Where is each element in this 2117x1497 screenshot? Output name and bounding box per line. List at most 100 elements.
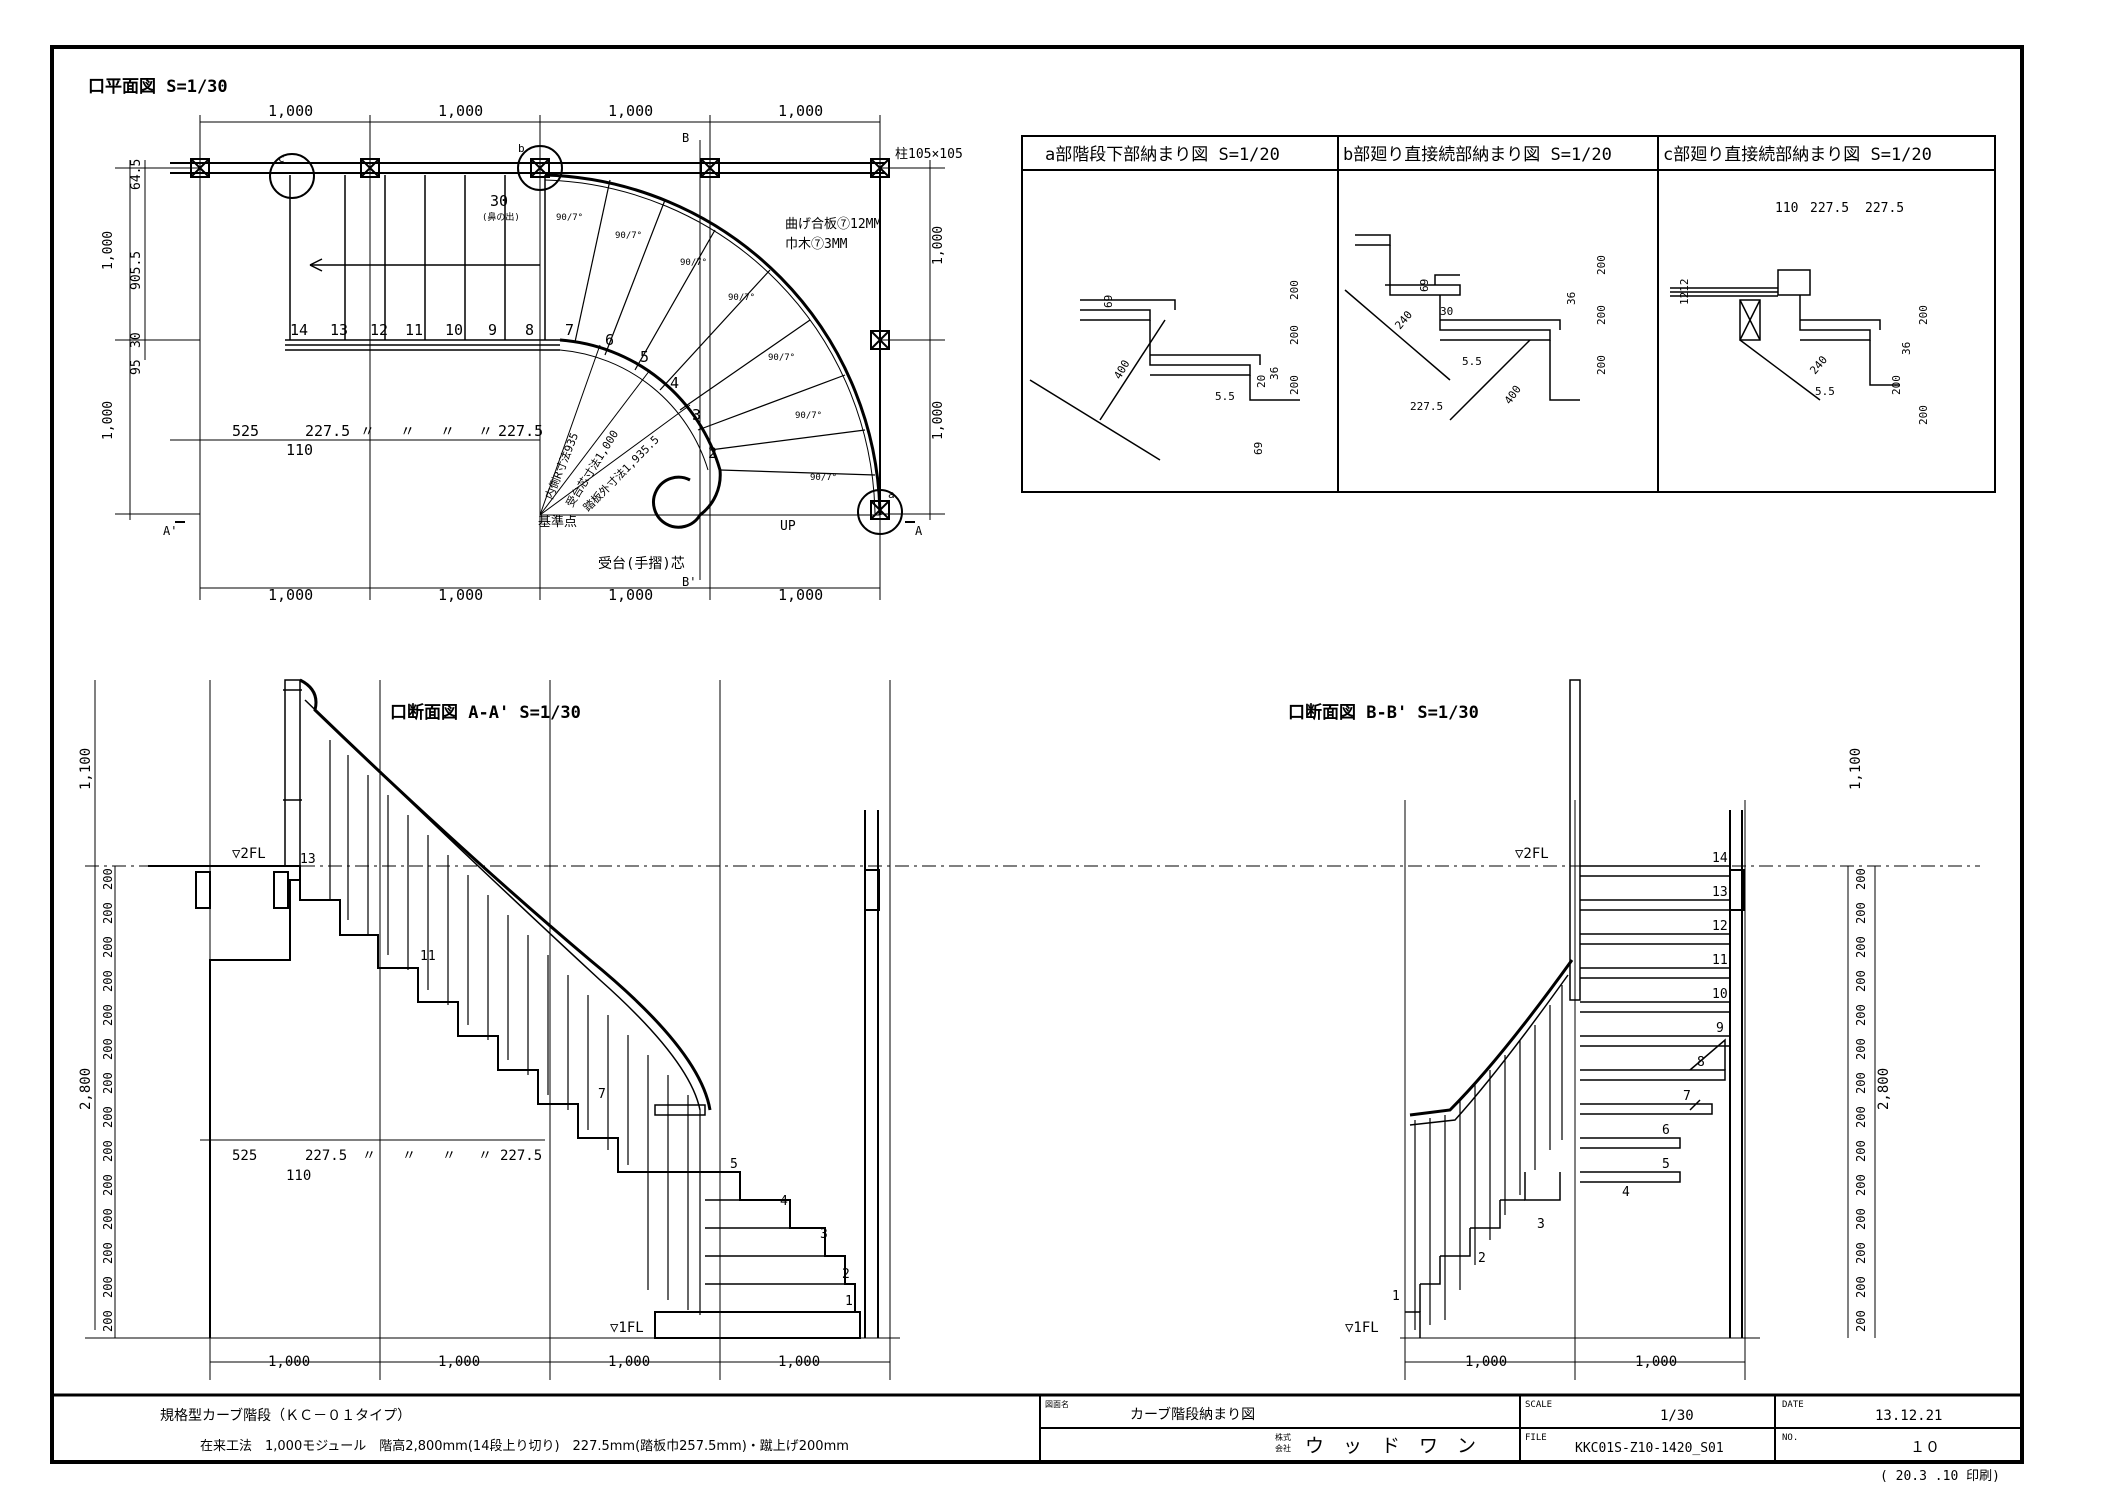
detail-b-36: 36 [1565,292,1578,305]
detail-a-200-2: 200 [1288,325,1301,345]
plan-left-dim-5: 95 [129,359,144,375]
detail-c-227-5-1: 227.5 [1810,201,1849,216]
section-aa-row-5: 〃 [478,1148,492,1164]
section-aa-step-1: 1 [845,1294,853,1309]
no-label: NO. [1782,1433,1798,1443]
section-bb-riser-12: 200 [1854,1242,1868,1264]
detail-a-title: a部階段下部納まり図 S=1/20 [1045,145,1280,165]
plan-mark-c: c [278,152,285,165]
detail-a-5-5: 5.5 [1215,390,1235,403]
scale-value: 1/30 [1660,1408,1694,1424]
plan-mark-B: B [682,131,689,145]
section-bb-riser-13: 200 [1854,1276,1868,1298]
section-aa-bottom-dim-1: 1,000 [268,1354,310,1370]
section-aa-step-5: 5 [730,1157,738,1172]
plan-top-dim-4: 1,000 [778,102,823,120]
plan-note-30-sub: (鼻の出) [482,211,520,223]
plan-bottom-dim-1: 1,000 [268,586,313,604]
plan-step-12: 12 [370,321,388,339]
section-aa-riser-12: 200 [101,1242,115,1264]
plan-view [115,115,945,600]
drawing-name-label: 図面名 [1045,1399,1069,1409]
plan-right-dim-2: 1,000 [931,401,946,440]
plan-step-8: 8 [525,321,534,339]
plan-left-dim-2: 1,000 [101,231,116,270]
detail-c-title: c部廻り直接続部納まり図 S=1/20 [1663,145,1932,165]
plan-top-dim-1: 1,000 [268,102,313,120]
detail-c-227-5-2: 227.5 [1865,201,1904,216]
section-aa-riser-14: 200 [101,1310,115,1332]
section-aa-riser-1: 200 [101,868,115,890]
section-aa-riser-8: 200 [101,1106,115,1128]
section-bb-riser-7: 200 [1854,1072,1868,1094]
detail-b-69: 69 [1418,279,1431,292]
section-bb-fl2: ▽2FL [1515,846,1549,862]
section-aa-step-4: 4 [780,1194,788,1209]
plan-angle-3: 90/7° [680,258,707,268]
section-bb-riser-9: 200 [1854,1140,1868,1162]
section-aa-row-525: 525 [232,1148,257,1164]
section-bb-riser-3: 200 [1854,936,1868,958]
section-aa-fl2: ▽2FL [232,846,266,862]
detail-c-1212: 1212 [1678,279,1691,306]
section-bb-riser-1: 200 [1854,868,1868,890]
plan-step-2: 2 [708,444,717,462]
detail-a-400: 400 [1111,358,1132,382]
detail-b-400: 400 [1502,383,1524,407]
detail-a-200-1: 200 [1288,280,1301,300]
company-prefix-1: 株式 [1275,1432,1291,1442]
section-aa [85,678,1980,1380]
plan-step-11: 11 [405,321,423,339]
title-line-1: 規格型カーブ階段（ＫＣ－０１タイプ） [160,1407,411,1424]
section-bb-title: 口断面図 B-B' S=1/30 [1288,702,1479,723]
plan-bend-ply: 曲げ合板⑦12MM [785,217,881,232]
section-bb-step-9: 9 [1716,1021,1724,1036]
plan-step-3: 3 [692,406,701,424]
plan-bottom-dim-4: 1,000 [778,586,823,604]
plan-step-6: 6 [605,331,614,349]
plan-step-10: 10 [445,321,463,339]
no-value: １０ [1910,1438,1940,1456]
plan-row-dim-525: 525 [232,422,259,440]
plan-note-30: 30 [490,192,508,210]
detail-a-69: 69 [1102,295,1115,308]
section-aa-title: 口断面図 A-A' S=1/30 [390,702,581,723]
section-aa-row-1: 227.5 [305,1148,347,1164]
section-bb-step-4: 4 [1622,1185,1630,1200]
detail-b-200-2: 200 [1595,305,1608,325]
section-bb-riser-11: 200 [1854,1208,1868,1230]
section-aa-bottom-dim-4: 1,000 [778,1354,820,1370]
plan-row-dim-5: 〃 [478,422,493,440]
detail-a-69-b: 69 [1252,442,1265,455]
section-aa-step-2: 2 [842,1267,850,1282]
detail-a-200-3: 200 [1288,375,1301,395]
detail-b-227-5: 227.5 [1410,400,1443,413]
plan-angle-2: 90/7° [615,231,642,241]
section-bb-step-5: 5 [1662,1157,1670,1172]
section-aa-riser-2: 200 [101,902,115,924]
section-aa-row-2: 〃 [362,1148,376,1164]
detail-b-30: 30 [1440,305,1453,318]
file-value: KKC01S-Z10-1420_S01 [1575,1441,1724,1456]
section-aa-riser-10: 200 [101,1174,115,1196]
plan-base-point: 基準点 [538,514,577,530]
sheet-border [50,45,2024,1464]
section-aa-riser-11: 200 [101,1208,115,1230]
scale-label: SCALE [1525,1400,1552,1410]
section-bb-fl1: ▽1FL [1345,1320,1379,1336]
detail-b-title: b部廻り直接続部納まり図 S=1/20 [1343,145,1612,165]
detail-c-36: 36 [1900,342,1913,355]
section-aa-dim-1100: 1,100 [78,748,94,790]
detail-c-200-3: 200 [1890,375,1903,395]
drawing-name: カーブ階段納まり図 [1130,1406,1255,1423]
section-bb-riser-10: 200 [1854,1174,1868,1196]
date-value: 13.12.21 [1875,1408,1942,1424]
company-name: ウ ッ ド ワ ン [1305,1435,1476,1457]
detail-b-240: 240 [1392,308,1415,332]
plan-step-14: 14 [290,321,308,339]
section-aa-text: 口断面図 A-A' S=1/30 ▽2FL ▽1FL 1,100 2,800 2… [78,702,853,1370]
detail-b-200-1: 200 [1595,255,1608,275]
plan-left-dim-6: 1,000 [101,401,116,440]
detail-c-110: 110 [1775,201,1798,216]
plan-right-dim-1: 1,000 [931,226,946,265]
